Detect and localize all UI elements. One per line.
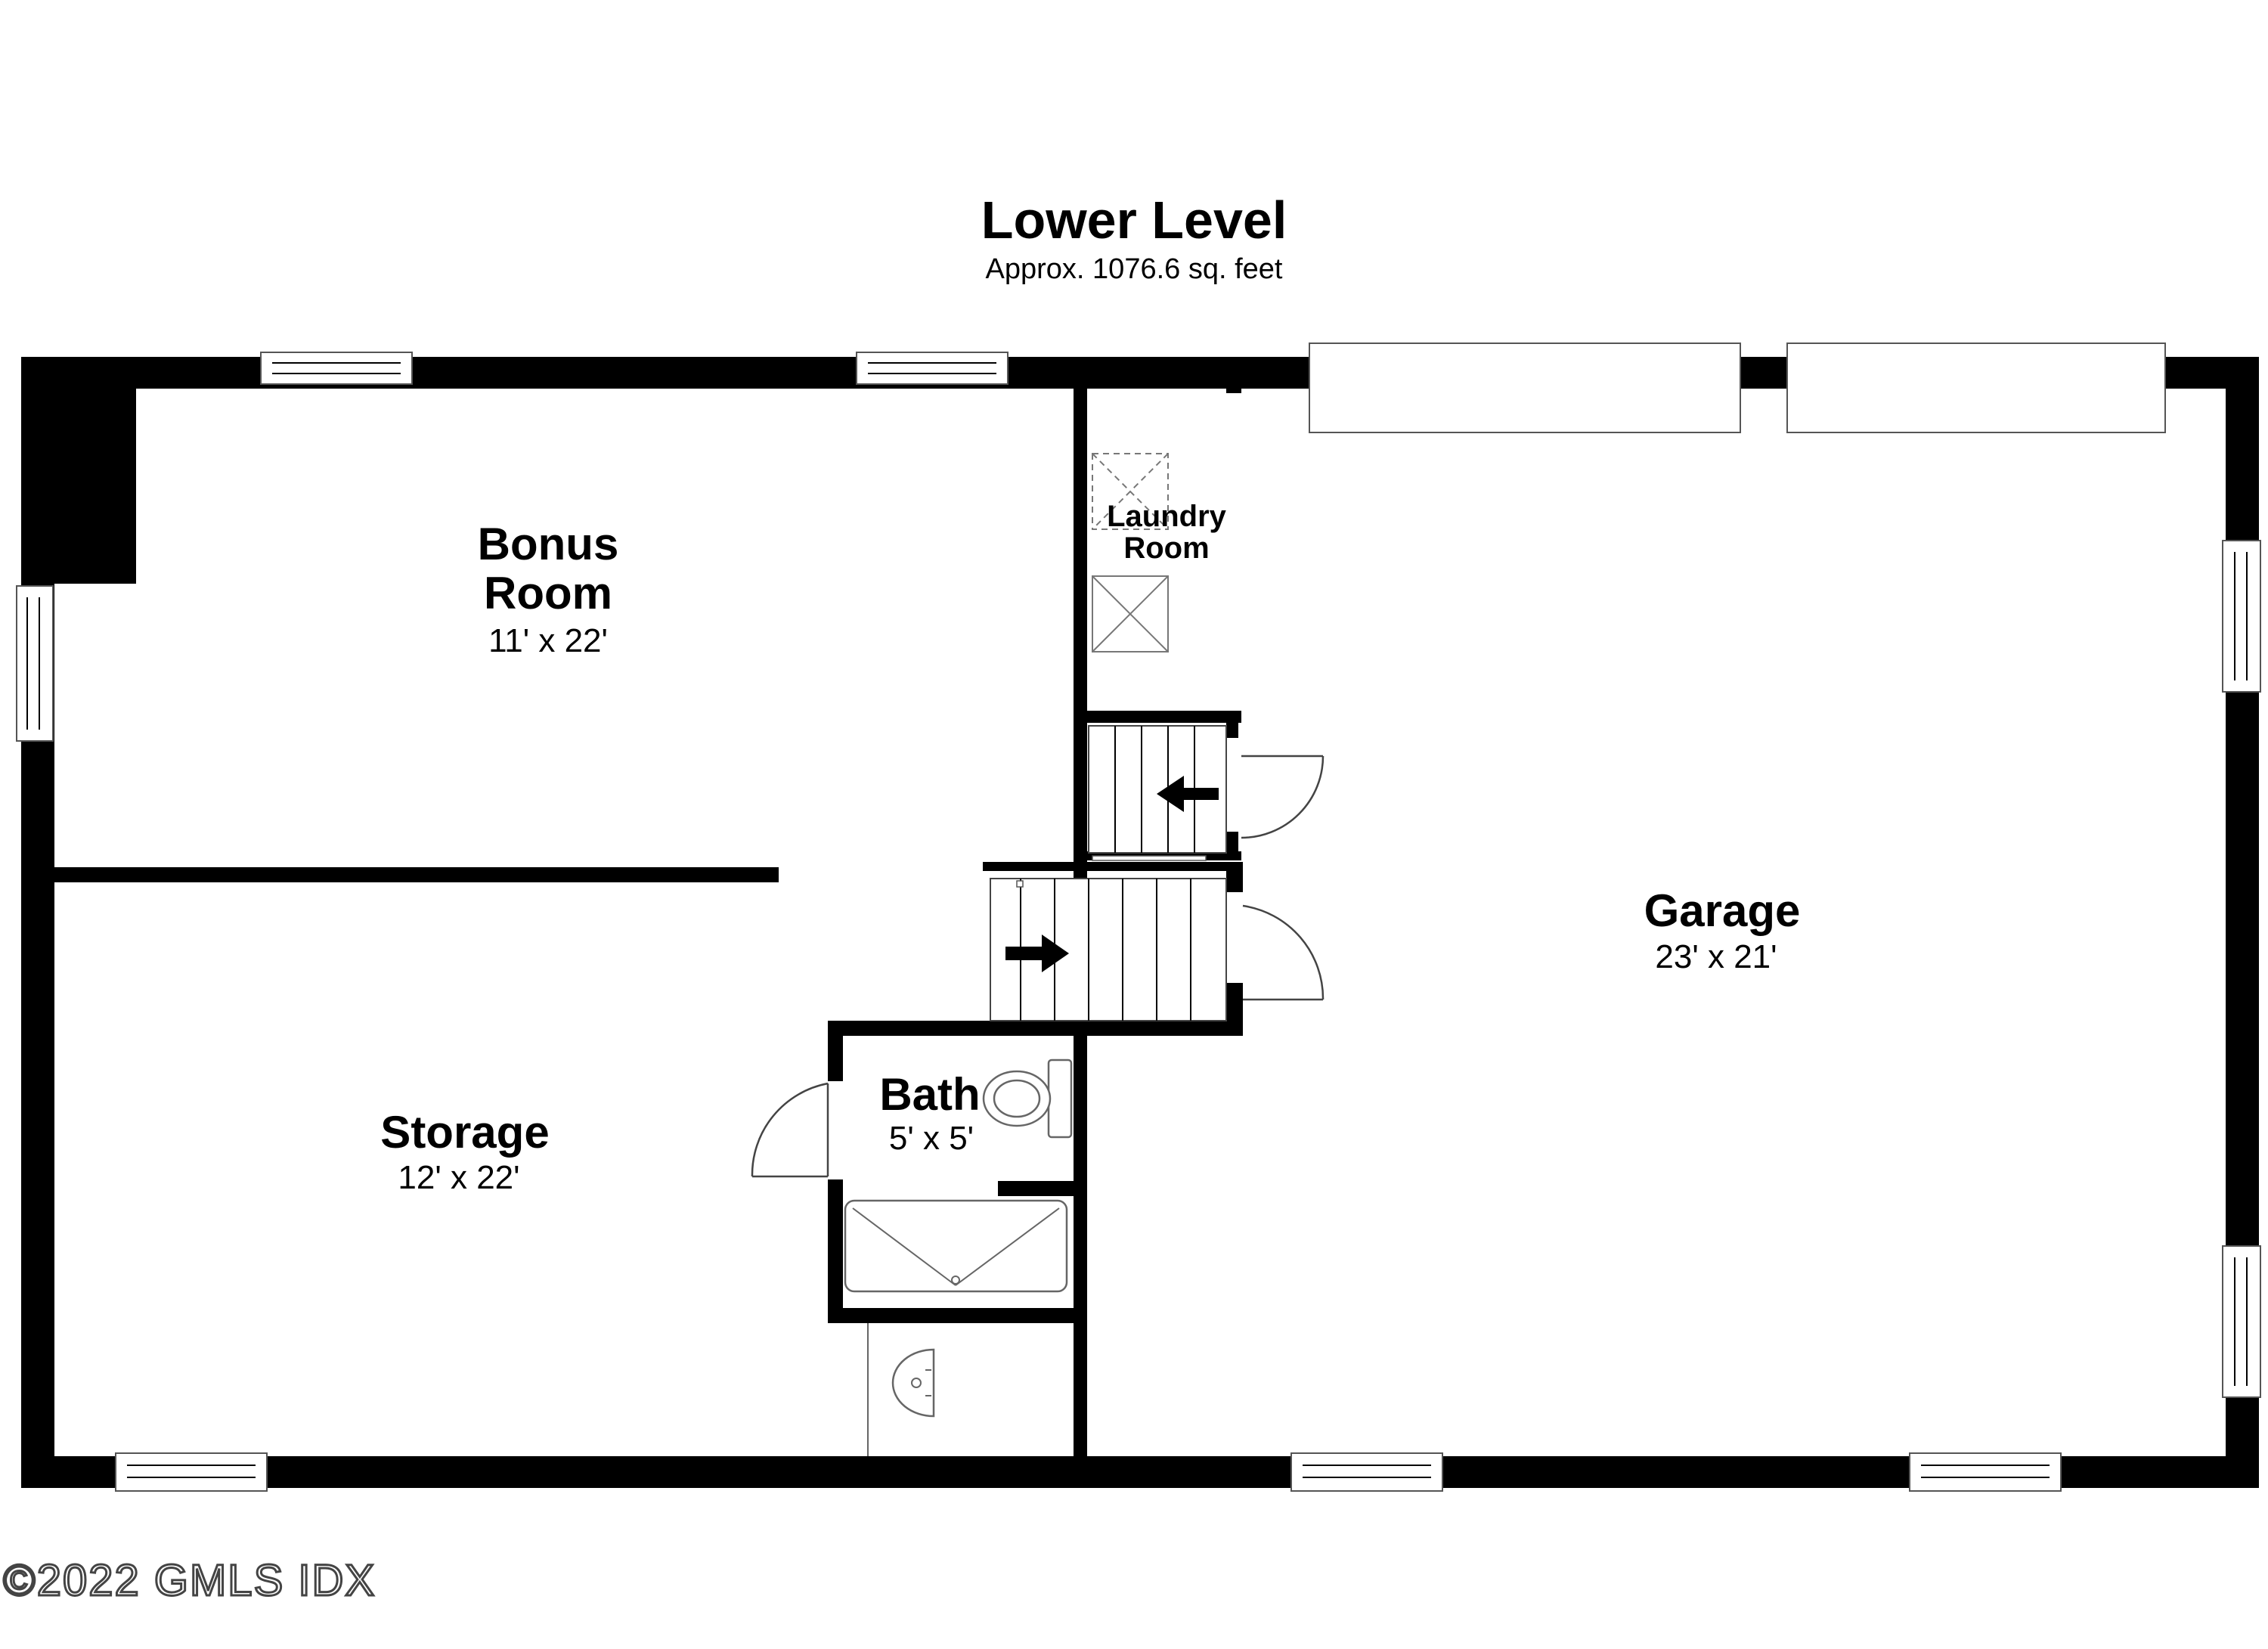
room-bonus-dims: 11' x 22'	[488, 622, 608, 659]
windows	[16, 343, 2261, 1492]
room-laundry: Laundry Room	[1107, 500, 1227, 565]
room-bath-label: Bath	[879, 1069, 980, 1120]
room-storage-dims: 12' x 22'	[398, 1159, 519, 1196]
toilet-icon	[982, 1059, 1073, 1139]
washer-icon	[1092, 453, 1169, 530]
door-swing-stairs-upper	[1241, 755, 1325, 839]
door-swing-bath	[751, 1082, 829, 1178]
plan-title: Lower Level	[981, 191, 1287, 250]
window-bottom-3	[1909, 1452, 2062, 1492]
room-storage: Storage 12' x 22'	[380, 1107, 549, 1196]
room-bonus-label-line1: Bonus	[478, 519, 619, 569]
sink-icon	[867, 1323, 935, 1456]
dryer-icon	[1092, 575, 1169, 652]
window-right-1	[2222, 540, 2261, 693]
window-top-2	[856, 352, 1009, 385]
room-bath: Bath 5' x 5'	[879, 1069, 980, 1157]
window-bottom-1	[115, 1452, 268, 1492]
garage-door-2	[1786, 343, 2166, 433]
door-swing-stairs-lower	[1242, 904, 1325, 1001]
room-storage-label: Storage	[380, 1107, 549, 1158]
room-garage-dims: 23' x 21'	[1655, 938, 1777, 975]
garage-door-1	[1309, 343, 1741, 433]
window-right-2	[2222, 1245, 2261, 1398]
room-bonus: Bonus Room 11' x 22'	[478, 519, 619, 659]
plan-area: Approx. 1076.6 sq. feet	[986, 253, 1283, 285]
room-bonus-label-line2: Room	[484, 568, 612, 618]
arrow-right-icon	[1005, 935, 1069, 972]
window-left	[16, 585, 54, 742]
bathtub-icon	[844, 1199, 1068, 1293]
room-garage-label: Garage	[1644, 885, 1801, 936]
room-laundry-label-line2: Room	[1123, 532, 1209, 565]
arrow-left-icon	[1157, 776, 1219, 812]
room-garage: Garage 23' x 21'	[1644, 885, 1801, 975]
room-bath-dims: 5' x 5'	[889, 1120, 974, 1157]
room-laundry-label-line1: Laundry	[1107, 500, 1227, 533]
window-bottom-2	[1290, 1452, 1443, 1492]
window-top-1	[260, 352, 413, 385]
watermark: ©2022 GMLS IDX	[3, 1556, 376, 1605]
